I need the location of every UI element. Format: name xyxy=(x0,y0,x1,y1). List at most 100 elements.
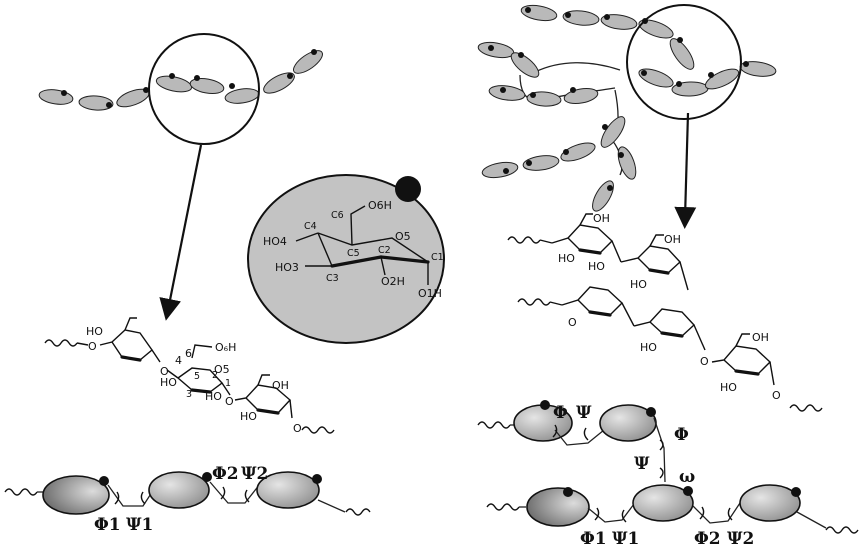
linkage-dot xyxy=(604,14,610,20)
linkage-dot xyxy=(503,168,509,174)
residue xyxy=(488,85,526,101)
label-c2: C2 xyxy=(378,245,391,256)
label-o1h: O1H xyxy=(418,287,442,300)
residue xyxy=(739,484,801,522)
label-ho-2: HO xyxy=(588,260,605,273)
label-c4: C4 xyxy=(304,221,317,232)
torsion-phi2-right: Φ2 xyxy=(694,529,721,549)
label-o6h: O₆H xyxy=(215,341,236,354)
branched-chain xyxy=(477,4,777,229)
residue xyxy=(38,89,74,105)
torsion-psi1-right: Ψ1 xyxy=(612,529,639,549)
label-one: 1 xyxy=(225,378,231,389)
linkage-dot xyxy=(526,160,532,166)
label-two: 2 xyxy=(212,370,218,381)
right-torsion-chain: Φ Ψ Φ Ψ ω Φ1 Ψ1 Φ2 Ψ2 xyxy=(477,400,859,549)
linkage-dot xyxy=(641,70,647,76)
linkage-dot xyxy=(646,407,656,417)
residue xyxy=(638,68,674,88)
residue xyxy=(617,146,637,180)
residue xyxy=(592,180,614,212)
label-ho-3: HO xyxy=(630,278,647,291)
residue xyxy=(600,14,638,30)
zoom-circle xyxy=(148,33,260,145)
label-ho-b: HO xyxy=(160,376,177,389)
label-o6h: O6H xyxy=(368,199,392,212)
label-five: 5 xyxy=(194,371,200,382)
residue xyxy=(560,142,596,162)
residue xyxy=(704,68,740,90)
linkage-dot xyxy=(99,476,109,486)
linkage-dot xyxy=(500,87,506,93)
linkage-dot xyxy=(602,124,608,130)
linkage-dot xyxy=(287,73,293,79)
residue xyxy=(263,72,295,94)
label-o5: O5 xyxy=(214,363,230,376)
linkage-dot xyxy=(565,12,571,18)
left-structure: HO O O 4 6 O₆H HO 5 2 O5 3 1 HO O OH HO … xyxy=(44,317,335,435)
linkage-dot xyxy=(708,72,714,78)
linkage-dot xyxy=(312,474,322,484)
anchor-dot xyxy=(395,176,421,202)
linkage-dot xyxy=(618,152,624,158)
torsion-psi1: Ψ1 xyxy=(126,515,153,535)
residue xyxy=(256,471,320,509)
residue xyxy=(148,471,210,509)
label-o-9: O xyxy=(772,389,781,402)
label-o5: O5 xyxy=(395,230,411,243)
label-o-6: O xyxy=(700,355,709,368)
label-ho-1: HO xyxy=(558,252,575,265)
label-six: 6 xyxy=(185,347,192,360)
label-o-link1: O xyxy=(160,365,169,378)
linkage-dot xyxy=(229,83,235,89)
torsion-phi-branch: Φ xyxy=(674,425,689,445)
glucose-panel: C6 O6H C4 C5 O5 HO4 C2 C1 HO3 C3 O2H O1H xyxy=(247,174,445,344)
linkage-dot xyxy=(518,52,524,58)
torsion-psi2: Ψ2 xyxy=(241,464,268,484)
linkage-dot xyxy=(525,7,531,13)
label-o-a: O xyxy=(88,340,97,353)
torsion-phi2: Φ2 xyxy=(212,464,239,484)
residue xyxy=(632,484,694,522)
linkage-dot xyxy=(677,37,683,43)
right-structure: HO OH HO OH HO O HO O OH HO O xyxy=(507,212,823,412)
torsion-phi: Φ xyxy=(553,403,568,423)
torsion-psi-branch: Ψ xyxy=(634,454,650,474)
torsion-psi: Ψ xyxy=(576,403,592,423)
residue xyxy=(522,155,560,171)
label-oh-1: OH xyxy=(593,212,610,225)
label-oh-c: OH xyxy=(272,379,289,392)
label-ho-d: HO xyxy=(240,410,257,423)
linkage-dot xyxy=(143,87,149,93)
torsion-phi1-right: Φ1 xyxy=(580,529,607,549)
glucose-ellipse xyxy=(247,174,445,344)
residue xyxy=(224,88,260,104)
linkage-dot xyxy=(61,90,67,96)
linkage-dot xyxy=(570,87,576,93)
label-oh-2: OH xyxy=(664,233,681,246)
residue xyxy=(669,38,695,70)
label-ho-8: HO xyxy=(720,381,737,394)
linkage-dot xyxy=(683,486,693,496)
zoom-arrow xyxy=(159,144,203,321)
linkage-dot xyxy=(791,487,801,497)
left-torsion-chain: Φ1 Ψ1 Φ2 Ψ2 xyxy=(4,464,371,535)
label-o2h: O2H xyxy=(381,275,405,288)
label-ho-5: HO xyxy=(640,341,657,354)
label-c1: C1 xyxy=(431,252,444,263)
linkage-dot xyxy=(311,49,317,55)
label-ho3: HO3 xyxy=(275,261,299,274)
linkage-dot xyxy=(676,81,682,87)
zoom-circle xyxy=(626,4,742,120)
label-oh-7: OH xyxy=(752,331,769,344)
residue xyxy=(562,10,600,26)
torsion-psi2-right: Ψ2 xyxy=(727,529,754,549)
residue xyxy=(189,78,225,94)
linkage-dot xyxy=(194,75,200,81)
residue xyxy=(293,50,323,74)
residue xyxy=(510,52,540,78)
label-o-link2: O xyxy=(225,395,234,408)
residue xyxy=(481,161,519,179)
label-o-end: O xyxy=(293,422,302,435)
torsion-omega: ω xyxy=(679,467,695,487)
